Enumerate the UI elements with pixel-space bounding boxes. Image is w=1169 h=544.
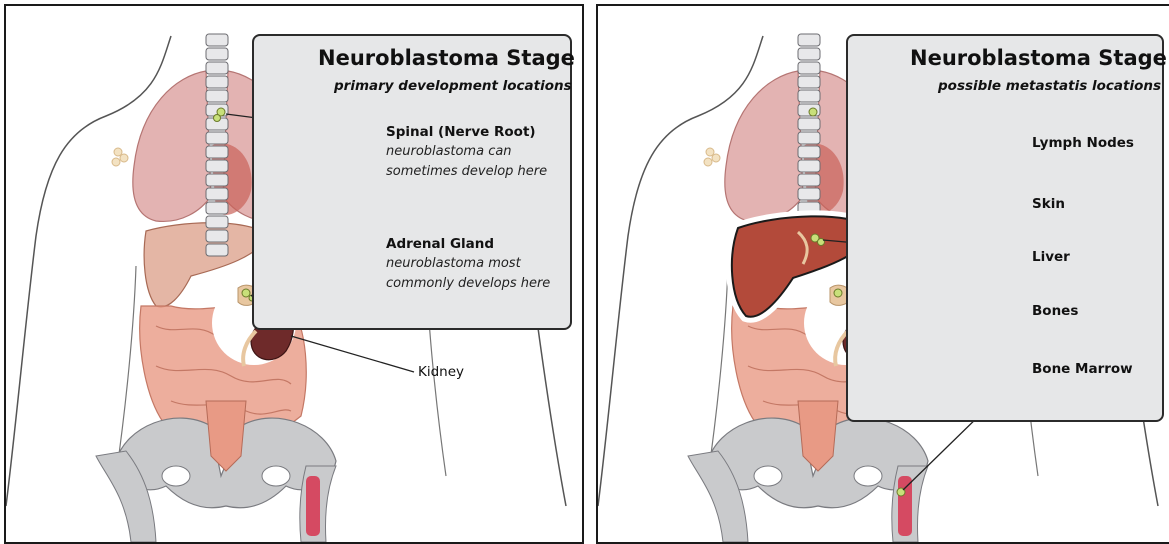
- bones-label: Bones: [1032, 303, 1078, 319]
- spinal-callout-text: neuroblastoma can sometimes develop here: [386, 142, 547, 182]
- stage1-panel: Neuroblastoma Stage 1 primary developmen…: [4, 4, 584, 544]
- left-lung: [133, 71, 211, 221]
- liver-label: Liver: [1032, 249, 1070, 265]
- adrenal-callout-text: neuroblastoma most commonly develops her…: [386, 254, 550, 294]
- lymph-node-left: [704, 148, 720, 166]
- kidney-label: Kidney: [418, 364, 464, 380]
- stage1-title: Neuroblastoma Stage 1: [318, 46, 584, 70]
- spinal-callout-line-1: neuroblastoma can: [386, 142, 547, 162]
- bone-marrow-right: [898, 476, 912, 536]
- left-lung: [725, 71, 803, 221]
- adrenal-tumor-marker: [242, 289, 250, 297]
- bone-marrow-right: [306, 476, 320, 536]
- lymph-node-left: [112, 148, 128, 166]
- spinal-callout-line-2: sometimes develop here: [386, 162, 547, 182]
- adrenal-callout-title: Adrenal Gland: [386, 236, 494, 252]
- adrenal-callout-line-2: commonly develops here: [386, 274, 550, 294]
- skin-label: Skin: [1032, 196, 1065, 212]
- stage4-title: Neuroblastoma Stage 4: [910, 46, 1169, 70]
- stage4-panel: Neuroblastoma Stage 4 possible metastati…: [596, 4, 1169, 544]
- lymph-nodes-label: Lymph Nodes: [1032, 135, 1134, 151]
- stage1-subtitle: primary development locations: [334, 78, 572, 94]
- kidney-leader-line: [291, 336, 414, 372]
- bone-marrow-label: Bone Marrow: [1032, 361, 1133, 377]
- stage4-subtitle: possible metastatis locations: [938, 78, 1161, 94]
- adrenal-callout-line-1: neuroblastoma most: [386, 254, 550, 274]
- spinal-callout-title: Spinal (Nerve Root): [386, 124, 536, 140]
